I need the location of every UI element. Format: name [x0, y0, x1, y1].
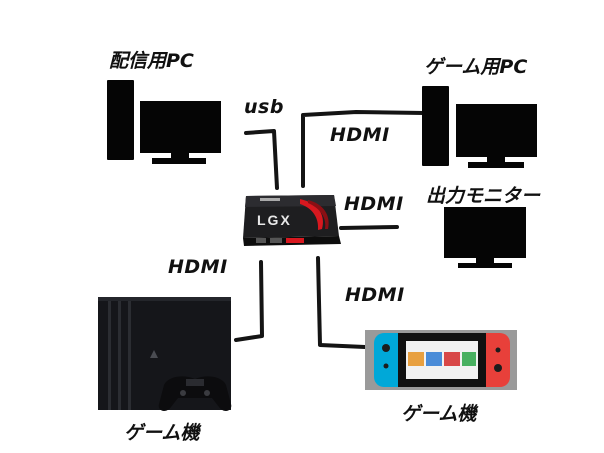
streaming-pc-icon: [107, 80, 221, 164]
monitor-icon: [444, 207, 526, 268]
gaming-pc-label: ゲーム用PC: [424, 56, 528, 78]
capture-device-logo: LGX: [257, 212, 292, 228]
usb-label: usb: [244, 96, 284, 118]
hdmi-ps4-label: HDMI: [168, 256, 228, 278]
output-monitor-label: 出力モニター: [426, 185, 541, 207]
cables: [234, 110, 426, 349]
hdmi-gaming-pc-label: HDMI: [330, 124, 390, 146]
hdmi-switch-label: HDMI: [345, 284, 405, 306]
streaming-pc-label: 配信用PC: [109, 50, 194, 72]
ps4-controller-icon: [158, 376, 232, 411]
gaming-pc-icon: [422, 86, 537, 168]
switch-console-icon: [365, 330, 517, 390]
game-console-right-label: ゲーム機: [401, 403, 477, 425]
usb-cable: [244, 129, 279, 190]
hdmi-cable-switch: [316, 256, 367, 349]
hdmi-cable-monitor: [339, 225, 399, 230]
hdmi-monitor-label: HDMI: [344, 193, 404, 215]
capture-device: LGX: [243, 195, 341, 246]
game-console-left-label: ゲーム機: [124, 422, 200, 444]
hdmi-cable-gaming-pc: [301, 110, 426, 188]
hdmi-cable-ps4: [234, 260, 264, 342]
